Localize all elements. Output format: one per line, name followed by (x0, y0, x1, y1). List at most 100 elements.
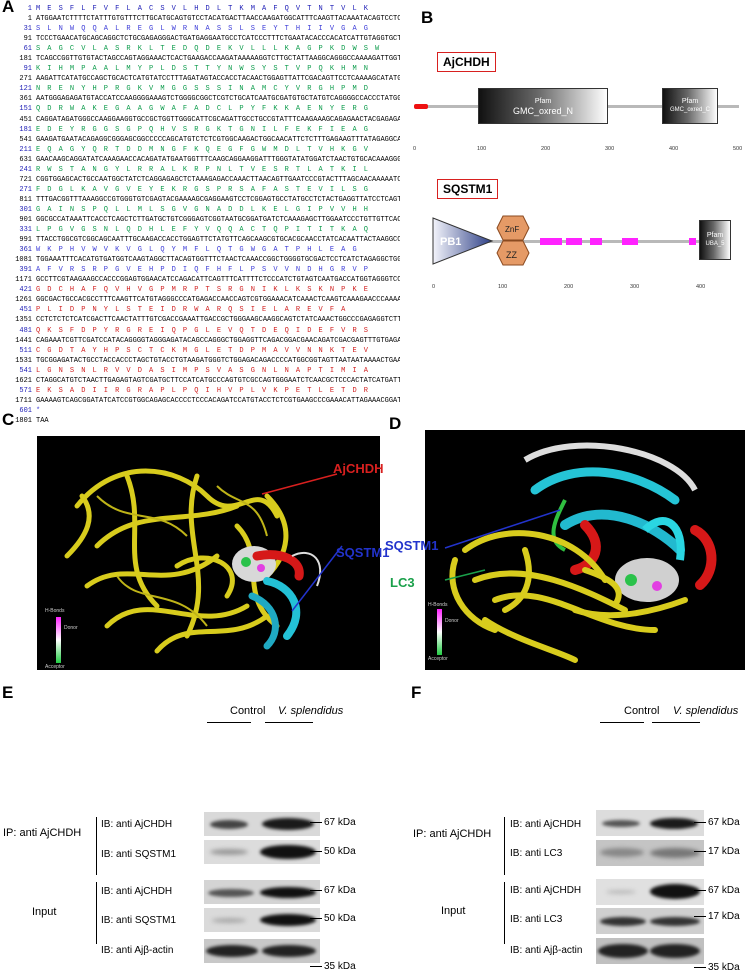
protein-structure-c (64, 468, 343, 654)
blot-f-2 (596, 879, 704, 905)
row-label-e-0: IB: anti AjCHDH (101, 819, 173, 830)
axis-tick-label: 400 (696, 284, 706, 290)
axis-tick-label: 200 (541, 146, 551, 152)
sequence-text: W K P H V W V K V G L Q Y M F L Q T G W … (36, 246, 359, 255)
group-ip-e: IP: anti AjCHDH (3, 827, 82, 839)
sequence-position: 211 (19, 145, 32, 154)
sequence-text: GCCTTCGTAAGAAGCCACCCGGAGTGGAACATCCAGACAT… (36, 276, 400, 285)
blot-e-2 (204, 880, 320, 904)
sequence-position: 1801 (15, 416, 32, 425)
sequence-text: C G D T A Y H P S C T C K M G L E T D P … (36, 346, 370, 355)
sequence-text: L G N S N L R V V D A S I M P S V A S G … (36, 366, 370, 375)
sequence-position: 511 (19, 346, 32, 355)
low-complexity-3 (590, 238, 602, 245)
sequence-text: E D E Y R G G S G P Q H V S R G K T G N … (36, 125, 370, 134)
protein-sequence-line: 31 S L N W Q Q A L R E G L W R N A S S L … (10, 24, 400, 34)
sequence-position: 1711 (15, 396, 32, 405)
panel-label-b: B (421, 8, 434, 27)
sequence-text: GAAGATGAATACAGAGGCGGGAGCGGCCCCCAGCATGTCT… (36, 135, 400, 144)
sequence-text: G A I N S P Q L L M L S G V G N A D D L … (36, 205, 370, 214)
sequence-position: 391 (19, 266, 32, 275)
condition-control-e: Control (230, 705, 266, 717)
protein-sequence-line: 601* (10, 406, 400, 416)
sequence-position: 91 (23, 35, 32, 44)
sequence-position: 991 (19, 236, 32, 245)
label-lc3-d: LC3 (390, 575, 415, 590)
sequence-position: 421 (19, 286, 32, 295)
kda-e-0: 67 kDa (310, 817, 356, 828)
domain-pb1: PB1 (432, 217, 494, 265)
dna-sequence-line: 631 GAACAAGCAGGATATCAAAGAACCACAGATATGAATG… (10, 155, 400, 165)
domain-gmc-oxred-n: Pfam GMC_oxred_N (478, 88, 608, 124)
row-label-f-2: IB: anti AjCHDH (510, 885, 582, 896)
axis-tick-label: 300 (630, 284, 640, 290)
axis-tick-label: 100 (477, 146, 487, 152)
protein-title-ajchdh: AjCHDH (437, 52, 496, 72)
sequence-text: TAA (36, 416, 49, 425)
sequence-text: CTAGGCATGTCTAACTTGAGAGTAGTCGATGCTTCCATCA… (36, 376, 400, 385)
svg-text:PB1: PB1 (440, 236, 461, 248)
sequence-position: 541 (19, 135, 32, 144)
sequence-text: S L N W Q Q A L R E G L W R N A S S L S … (36, 25, 370, 34)
sequence-text: GAACAAGCAGGATATCAAAGAACCACAGATATGAATGGTT… (36, 155, 400, 164)
sequence-position: 1441 (15, 336, 32, 345)
sequence-position: 541 (19, 366, 32, 375)
label-sqstm1-d: SQSTM1 (385, 538, 439, 553)
divider-ip-f (504, 817, 505, 875)
sequence-text: GGCGCCATAAATTCACCTCAGCTCTTGATGCTGTCGGGAG… (36, 215, 400, 224)
sequence-text: AAGATTCATATGCCAGCTGCACTCATGTATCCTTTAGATA… (36, 75, 400, 84)
sequence-text: G D C H A F Q V H V G P M R P T S R G N … (36, 286, 370, 295)
hbond-legend-bar-c (56, 617, 61, 663)
blot-e-0 (204, 812, 320, 836)
sequence-position: 1171 (15, 276, 32, 285)
sequence-position: 271 (19, 75, 32, 84)
sequence-position: 271 (19, 185, 32, 194)
row-label-f-1: IB: anti LC3 (510, 848, 563, 859)
hbond-acceptor-d: Acceptor (428, 656, 448, 662)
sequence-position: 1351 (15, 316, 32, 325)
docking-image-d: H-Bonds Donor Acceptor (425, 430, 745, 670)
sequence-text: CGGTGGAGCACTGCCAATGGCTATCTCAGGAGAGCTCTAA… (36, 175, 400, 184)
blot-f-4 (596, 938, 704, 964)
blot-e-4 (204, 939, 320, 963)
sequence-position: 1531 (15, 356, 32, 365)
label-sqstm1-c: SQSTM1 (336, 545, 390, 560)
hbond-acceptor-c: Acceptor (45, 664, 65, 670)
sequence-position: 811 (19, 195, 32, 204)
axis-tick-label: 0 (432, 284, 436, 290)
sequence-position: 631 (19, 155, 32, 164)
kda-f-3: 17 kDa (694, 911, 740, 922)
sequence-text: Q K S F D P Y R G R E I Q P G L E V Q T … (36, 326, 370, 335)
svg-text:ZZ: ZZ (506, 250, 517, 260)
low-complexity-4 (622, 238, 638, 245)
hbond-legend-bar-d (437, 609, 442, 655)
dna-sequence-line: 1171 GCCTTCGTAAGAAGCCACCCGGAGTGGAACATCCAG… (10, 275, 400, 285)
sequence-text: GAAAAGTCAGCGGATATCATCCGTGGCAGAGCACCCCTCC… (36, 396, 400, 405)
kda-f-0: 67 kDa (694, 817, 740, 828)
sequence-position: 451 (19, 306, 32, 315)
kda-e-1: 50 kDa (310, 846, 356, 857)
row-label-e-3: IB: anti SQSTM1 (101, 915, 177, 926)
axis-tick-label: 200 (564, 284, 574, 290)
signal-peptide (414, 104, 428, 109)
divider-ip-e (96, 817, 97, 875)
sequence-position: 31 (23, 25, 32, 34)
blot-e-3 (204, 908, 320, 932)
